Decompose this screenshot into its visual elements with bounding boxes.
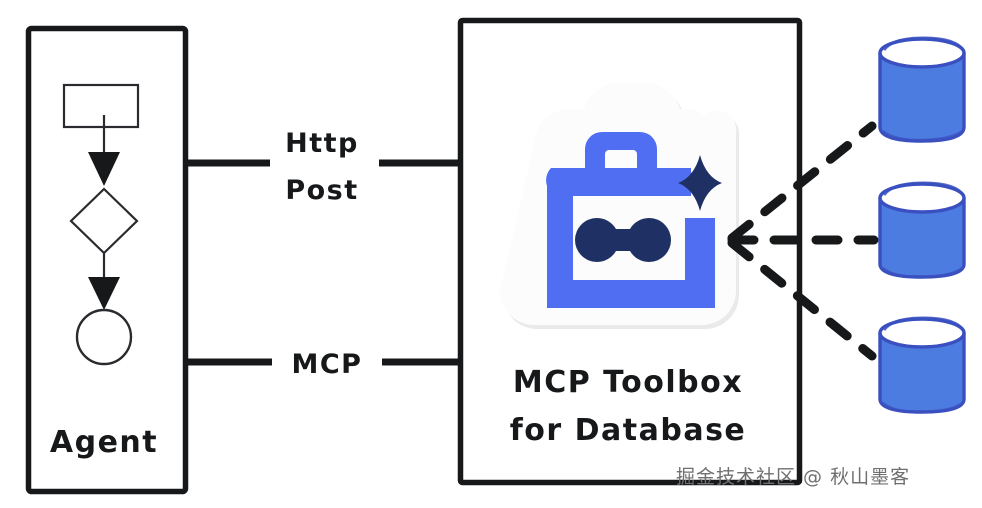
link-db-1[interactable]: [727, 121, 877, 243]
wrench-glyph: [575, 218, 671, 262]
link-db-3[interactable]: [727, 238, 877, 361]
sparkle-icon: [678, 155, 722, 211]
toolbox-with-wrench-icon: [500, 82, 740, 329]
mcp-toolbox-title-line-2: for Database: [510, 413, 747, 448]
connection-mcp[interactable]: MCP: [186, 349, 467, 380]
agent-label: Agent: [50, 425, 158, 460]
database-cylinder-2[interactable]: [878, 181, 966, 279]
arrow-diamond-to-circle: [88, 253, 120, 310]
arrow-rect-to-diamond: [88, 115, 120, 186]
terminator-circle: [75, 308, 133, 366]
http-post-label-line-2: Post: [285, 175, 358, 206]
http-post-label-line-1: Http: [285, 128, 359, 159]
mcp-label: MCP: [292, 349, 363, 380]
process-rectangle: [62, 83, 140, 129]
connection-http-post[interactable]: Http Post: [186, 128, 461, 206]
database-cylinder-1[interactable]: [878, 36, 966, 143]
database-cylinder-3[interactable]: [878, 316, 966, 414]
agent-panel-border: [25, 25, 189, 495]
database-links: [727, 121, 879, 361]
watermark: 掘金技术社区 @ 秋山墨客: [676, 466, 910, 488]
mcp-toolbox-panel[interactable]: MCP Toolbox for Database: [457, 17, 803, 486]
mcp-toolbox-title-line-1: MCP Toolbox: [513, 365, 743, 400]
agent-panel[interactable]: Agent: [25, 25, 189, 495]
